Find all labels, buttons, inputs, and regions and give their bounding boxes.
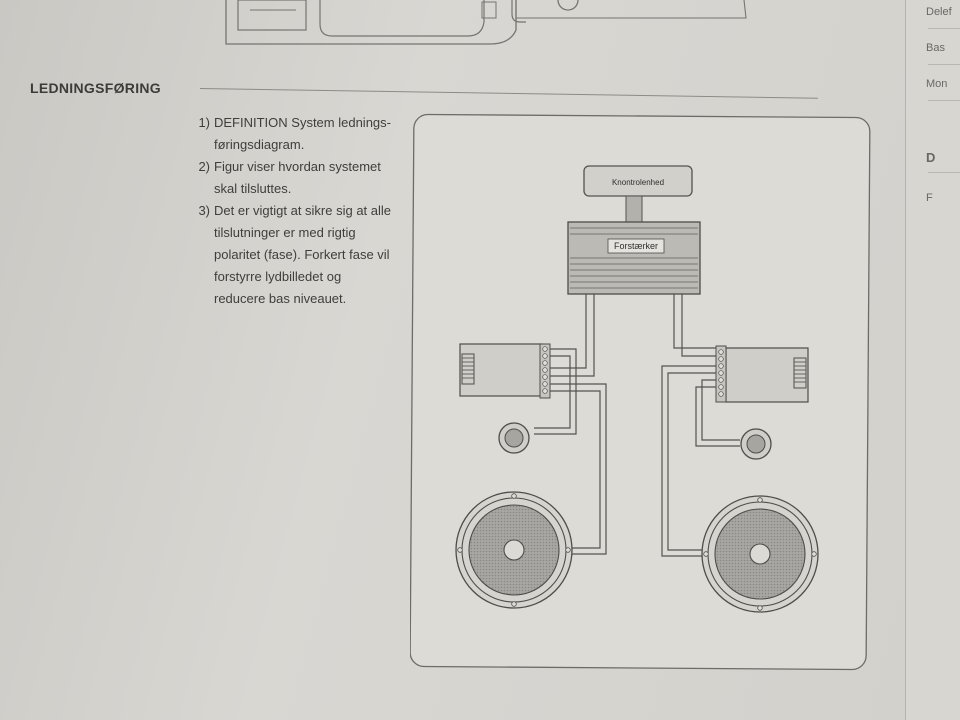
instruction-item: 2) Figur viser hvordan systemet skal til… — [180, 156, 420, 200]
adjacent-page-rule — [928, 64, 960, 65]
instruction-line: forstyrre lydbilledet og — [214, 269, 342, 284]
adjacent-page — [905, 0, 960, 720]
left-tweeter — [498, 422, 530, 454]
instruction-item: 3) Det er vigtigt at sikre sig at alle t… — [180, 200, 420, 310]
instruction-number: 1) — [198, 115, 210, 130]
control-unit-label: Knontrolenhed — [612, 178, 664, 187]
instruction-number: 2) — [198, 159, 210, 174]
amplifier: Forstærker — [567, 221, 701, 295]
instruction-item: 1) DEFINITION System lednings- føringsdi… — [180, 112, 420, 156]
control-cable — [625, 195, 643, 223]
adjacent-page-label-1: Delef — [926, 6, 952, 18]
adjacent-page-rule — [928, 172, 960, 173]
adjacent-page-label-4: D — [926, 150, 936, 165]
right-woofer — [701, 495, 819, 613]
amplifier-label: Forstærker — [614, 241, 658, 251]
instruction-line: tilslutninger er med rigtig — [214, 225, 356, 240]
previous-figure-fragment — [225, 0, 747, 45]
wiring — [534, 294, 740, 557]
adjacent-page-rule — [928, 28, 960, 29]
wiring-diagram: Knontrolenhed Forstærker — [410, 113, 871, 671]
adjacent-page-label-5: F — [926, 192, 933, 204]
instruction-line: DEFINITION System lednings- — [214, 115, 391, 130]
section-heading: LEDNINGSFØRING — [30, 80, 161, 96]
instructions-list: 1) DEFINITION System lednings- føringsdi… — [180, 112, 420, 310]
instruction-line: Det er vigtigt at sikre sig at alle — [214, 203, 392, 218]
instruction-line: føringsdiagram. — [214, 137, 305, 152]
right-crossover — [715, 345, 809, 403]
adjacent-page-rule — [928, 100, 960, 101]
instruction-line: skal tilsluttes. — [214, 181, 292, 196]
left-woofer — [455, 491, 573, 609]
instruction-line: Figur viser hvordan systemet — [214, 159, 381, 174]
instruction-line: polaritet (fase). Forkert fase vil — [214, 247, 390, 262]
adjacent-page-label-2: Bas — [926, 42, 945, 54]
adjacent-page-label-3: Mon — [926, 78, 948, 90]
instruction-number: 3) — [198, 203, 210, 218]
instruction-line: reducere bas niveauet. — [214, 291, 347, 306]
left-crossover — [459, 343, 551, 399]
right-tweeter — [740, 428, 772, 460]
